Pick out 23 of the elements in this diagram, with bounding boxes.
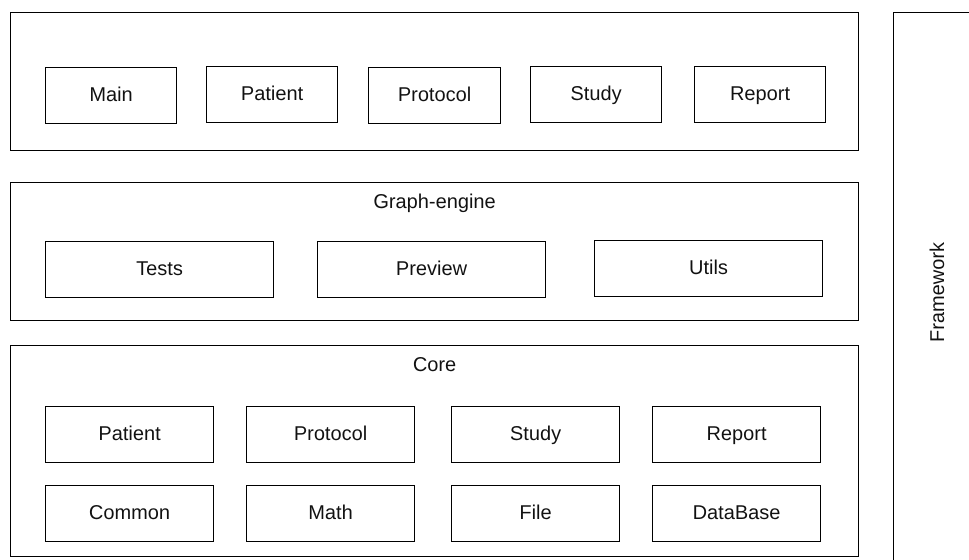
framework-panel bbox=[893, 12, 969, 560]
module-box: Preview bbox=[317, 241, 546, 298]
module-box: Protocol bbox=[368, 67, 501, 124]
module-box: Main bbox=[45, 67, 177, 124]
module-box: Study bbox=[530, 66, 662, 123]
module-box: File bbox=[451, 485, 620, 542]
module-box: Report bbox=[652, 406, 821, 463]
layer-panel bbox=[10, 182, 859, 321]
layer-title: Graph-engine bbox=[372, 191, 497, 214]
module-box: Tests bbox=[45, 241, 274, 298]
module-box: Math bbox=[246, 485, 415, 542]
module-box: Report bbox=[694, 66, 826, 123]
module-box: Patient bbox=[206, 66, 338, 123]
framework-label: Framework bbox=[926, 242, 950, 342]
layer-title: Core bbox=[412, 354, 458, 377]
layer-panel bbox=[10, 12, 859, 151]
module-box: Patient bbox=[45, 406, 214, 463]
module-box: Protocol bbox=[246, 406, 415, 463]
module-box: Common bbox=[45, 485, 214, 542]
module-box: Study bbox=[451, 406, 620, 463]
layer-panel bbox=[10, 345, 859, 557]
module-box: Utils bbox=[594, 240, 823, 297]
module-box: DataBase bbox=[652, 485, 821, 542]
